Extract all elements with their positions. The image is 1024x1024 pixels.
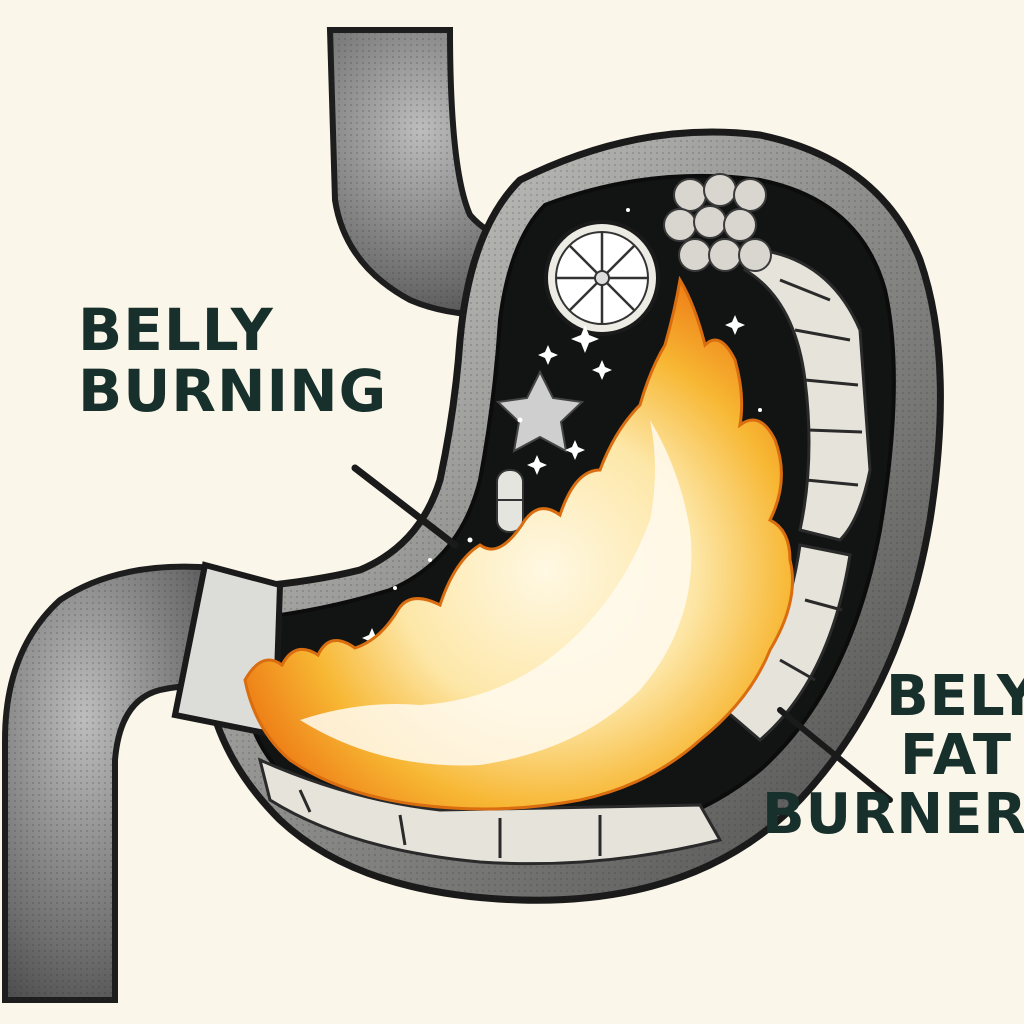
flame-icon: [243, 275, 794, 811]
capsule-icon: [496, 469, 524, 533]
label-right-line1: BELY: [886, 664, 1024, 729]
pointer-line-left: [351, 464, 459, 549]
star-icon: [495, 369, 585, 453]
label-left-line2: BURNING: [78, 356, 388, 425]
pointer-line-right: [777, 707, 893, 803]
fat-cells-icon: [663, 173, 772, 272]
label-bely-fat-burner: BELY FAT BURNER: [762, 664, 1024, 844]
label-right-line3: BURNER: [762, 781, 1024, 847]
label-left-line1: BELLY: [78, 296, 274, 364]
label-right-line2: FAT: [900, 722, 1013, 788]
label-belly-burning: BELLY BURNING: [78, 300, 387, 422]
citrus-slice-icon: [544, 220, 660, 336]
